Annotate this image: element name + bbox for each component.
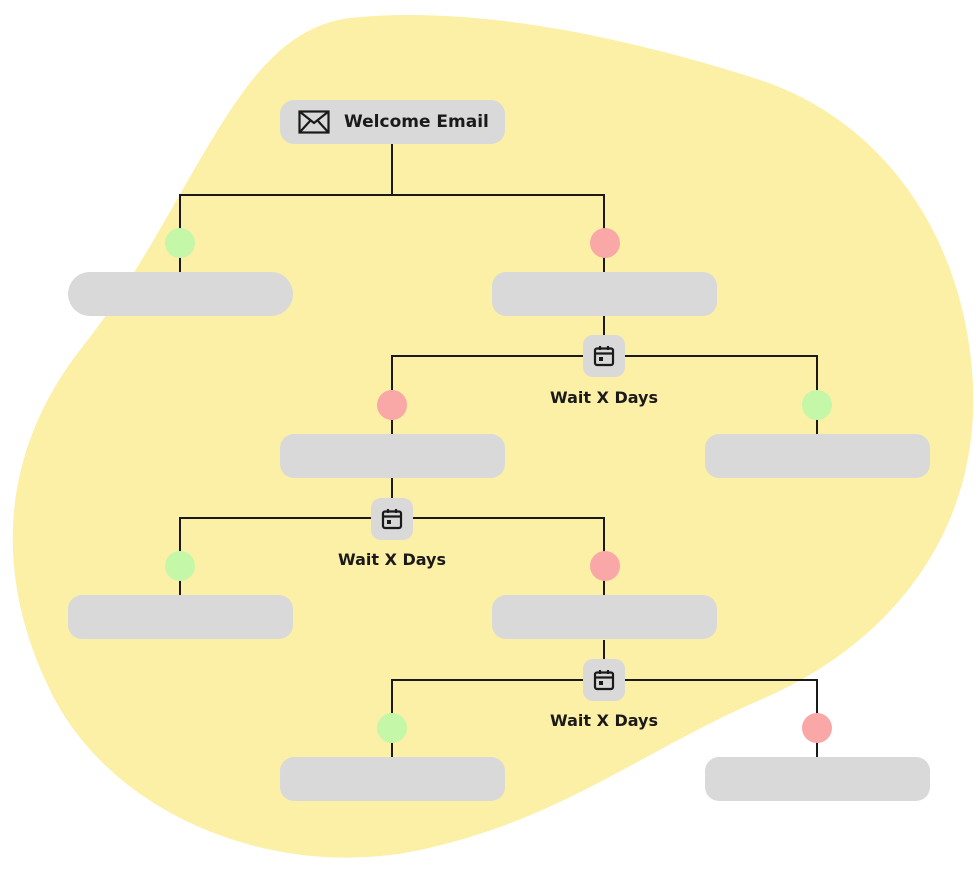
- outcome-node-b4-left[interactable]: [280, 757, 505, 801]
- outcome-node-b3-right[interactable]: [492, 595, 717, 639]
- status-dot-negative: [590, 551, 620, 581]
- status-dot-positive: [377, 713, 407, 743]
- welcome-email-node[interactable]: Welcome Email: [280, 100, 505, 144]
- outcome-node-b1-left[interactable]: [68, 272, 293, 316]
- status-dot-positive: [165, 228, 195, 258]
- envelope-icon: [298, 110, 330, 134]
- wait-step-1[interactable]: [583, 335, 625, 377]
- calendar-icon: [381, 509, 403, 530]
- calendar-icon: [593, 670, 615, 691]
- wait-step-3-label: Wait X Days: [549, 711, 659, 730]
- status-dot-positive: [165, 551, 195, 581]
- status-dot-negative: [802, 713, 832, 743]
- wait-step-1-label: Wait X Days: [549, 388, 659, 407]
- outcome-node-b2-right[interactable]: [705, 434, 930, 478]
- status-dot-negative: [590, 228, 620, 258]
- wait-step-3[interactable]: [583, 659, 625, 701]
- welcome-email-label: Welcome Email: [344, 112, 489, 132]
- outcome-node-b3-left[interactable]: [68, 595, 293, 639]
- status-dot-positive: [802, 390, 832, 420]
- outcome-node-b1-right[interactable]: [492, 272, 717, 316]
- calendar-icon: [593, 346, 615, 367]
- wait-step-2[interactable]: [371, 498, 413, 540]
- wait-step-2-label: Wait X Days: [337, 550, 447, 569]
- status-dot-negative: [377, 390, 407, 420]
- outcome-node-b4-right[interactable]: [705, 757, 930, 801]
- outcome-node-b2-left[interactable]: [280, 434, 505, 478]
